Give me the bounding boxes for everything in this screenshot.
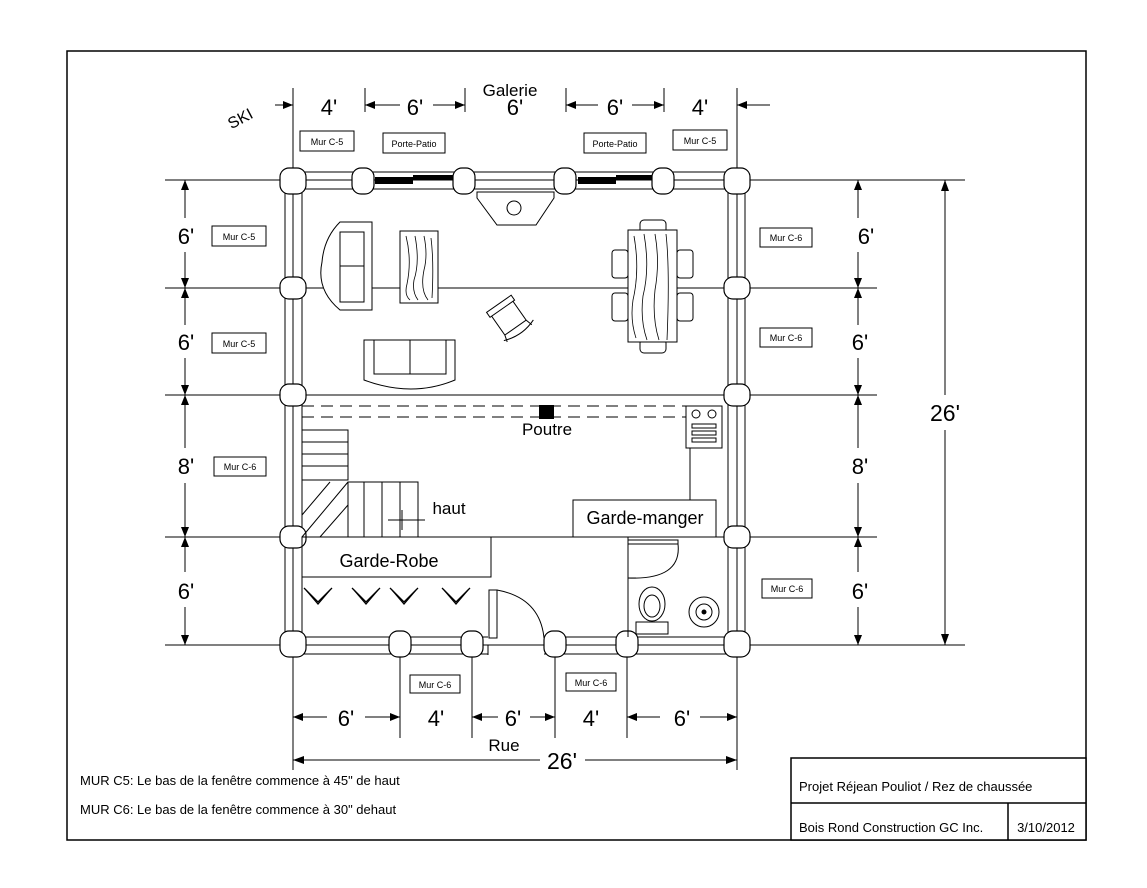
left-dim-arrows bbox=[181, 180, 189, 645]
title-company: Bois Rond Construction GC Inc. bbox=[799, 820, 983, 835]
title-block bbox=[790, 757, 1087, 841]
wall-tag-top-2 bbox=[382, 132, 446, 154]
wall-tag-left-2-text: Mur C-5 bbox=[223, 339, 256, 349]
living-sofa-bottom bbox=[363, 339, 456, 390]
staircase bbox=[301, 429, 425, 538]
wall-tag-left-1-text: Mur C-5 bbox=[223, 232, 256, 242]
log-posts bbox=[279, 167, 751, 658]
bottom-dim-5: 6' bbox=[674, 706, 690, 731]
toilet-icon bbox=[635, 586, 669, 635]
overall-width-dim: 26' bbox=[547, 748, 577, 774]
right-dim-3: 8' bbox=[852, 454, 868, 479]
top-dim-arrows bbox=[283, 101, 747, 109]
top-dim-3: 6' bbox=[507, 95, 523, 120]
top-dim-2: 6' bbox=[407, 95, 423, 120]
bottom-dim-4: 4' bbox=[583, 706, 599, 731]
rocking-chair bbox=[485, 294, 534, 343]
top-dim-1: 4' bbox=[321, 95, 337, 120]
wall-tag-top-3 bbox=[583, 132, 647, 154]
entry-door bbox=[488, 589, 545, 639]
wall-tag-left-2 bbox=[211, 332, 267, 354]
left-dim-3: 8' bbox=[178, 454, 194, 479]
poutre-label: Poutre bbox=[522, 420, 572, 439]
wall-tag-left-3-text: Mur C-6 bbox=[224, 462, 257, 472]
haut-label: haut bbox=[432, 499, 465, 518]
kitchen-range bbox=[685, 405, 723, 449]
left-dim-1: 6' bbox=[178, 224, 194, 249]
wall-tag-top-3-text: Porte-Patio bbox=[592, 139, 637, 149]
wall-tag-right-3 bbox=[761, 578, 813, 599]
wall-tag-right-1-text: Mur C-6 bbox=[770, 233, 803, 243]
right-dim-2: 6' bbox=[852, 330, 868, 355]
bottom-dim-arrows bbox=[293, 713, 737, 764]
bottom-dim-3: 6' bbox=[505, 706, 521, 731]
left-dim-2: 6' bbox=[178, 330, 194, 355]
bottom-dim-1: 6' bbox=[338, 706, 354, 731]
wall-tag-bottom-1-text: Mur C-6 bbox=[419, 680, 452, 690]
wall-tag-top-2-text: Porte-Patio bbox=[391, 139, 436, 149]
garde-manger-label: Garde-manger bbox=[586, 508, 703, 528]
note-c5: MUR C5: Le bas de la fenêtre commence à … bbox=[80, 773, 400, 788]
right-dim-arrows bbox=[854, 180, 949, 645]
wall-tag-left-1 bbox=[211, 225, 267, 247]
top-dim-5: 4' bbox=[692, 95, 708, 120]
wall-tag-bottom-2-text: Mur C-6 bbox=[575, 678, 608, 688]
bottom-dim-2: 4' bbox=[428, 706, 444, 731]
wall-tag-top-4 bbox=[672, 129, 728, 151]
sink-icon bbox=[688, 596, 720, 628]
wall-tag-right-2 bbox=[759, 327, 813, 348]
garde-robe-label: Garde-Robe bbox=[339, 551, 438, 571]
wall-tag-top-1-text: Mur C-5 bbox=[311, 137, 344, 147]
title-date: 3/10/2012 bbox=[1017, 820, 1075, 835]
coffee-table bbox=[399, 230, 439, 304]
wall-tag-right-1 bbox=[759, 227, 813, 248]
wall-tag-right-3-text: Mur C-6 bbox=[771, 584, 804, 594]
right-dim-4: 6' bbox=[852, 579, 868, 604]
wall-tag-top-1 bbox=[299, 130, 355, 152]
rue-label: Rue bbox=[488, 736, 519, 755]
left-dim-4: 6' bbox=[178, 579, 194, 604]
right-dim-1: 6' bbox=[858, 224, 874, 249]
pantry-walls bbox=[572, 448, 717, 538]
wall-tag-left-3 bbox=[213, 456, 267, 477]
dining-table bbox=[611, 219, 694, 354]
title-project: Projet Réjean Pouliot / Rez de chaussée bbox=[799, 779, 1032, 794]
wall-tag-bottom-2 bbox=[565, 672, 617, 692]
wall-tag-right-2-text: Mur C-6 bbox=[770, 333, 803, 343]
closet-shelf bbox=[301, 536, 492, 578]
living-sofa-left bbox=[320, 221, 373, 311]
overall-height-dim: 26' bbox=[930, 400, 960, 426]
note-c6: MUR C6: Le bas de la fenêtre commence à … bbox=[80, 802, 396, 817]
closet-hangers bbox=[303, 587, 471, 605]
wall-tag-bottom-1 bbox=[409, 674, 461, 694]
beam-post bbox=[539, 405, 554, 419]
ski-label: SKI bbox=[225, 106, 256, 133]
sheet-border bbox=[66, 50, 1087, 841]
stove-flue-icon bbox=[506, 200, 522, 216]
bathroom bbox=[627, 537, 679, 637]
wall-tag-top-4-text: Mur C-5 bbox=[684, 136, 717, 146]
galerie-label: Galerie bbox=[483, 81, 538, 100]
top-dim-4: 6' bbox=[607, 95, 623, 120]
